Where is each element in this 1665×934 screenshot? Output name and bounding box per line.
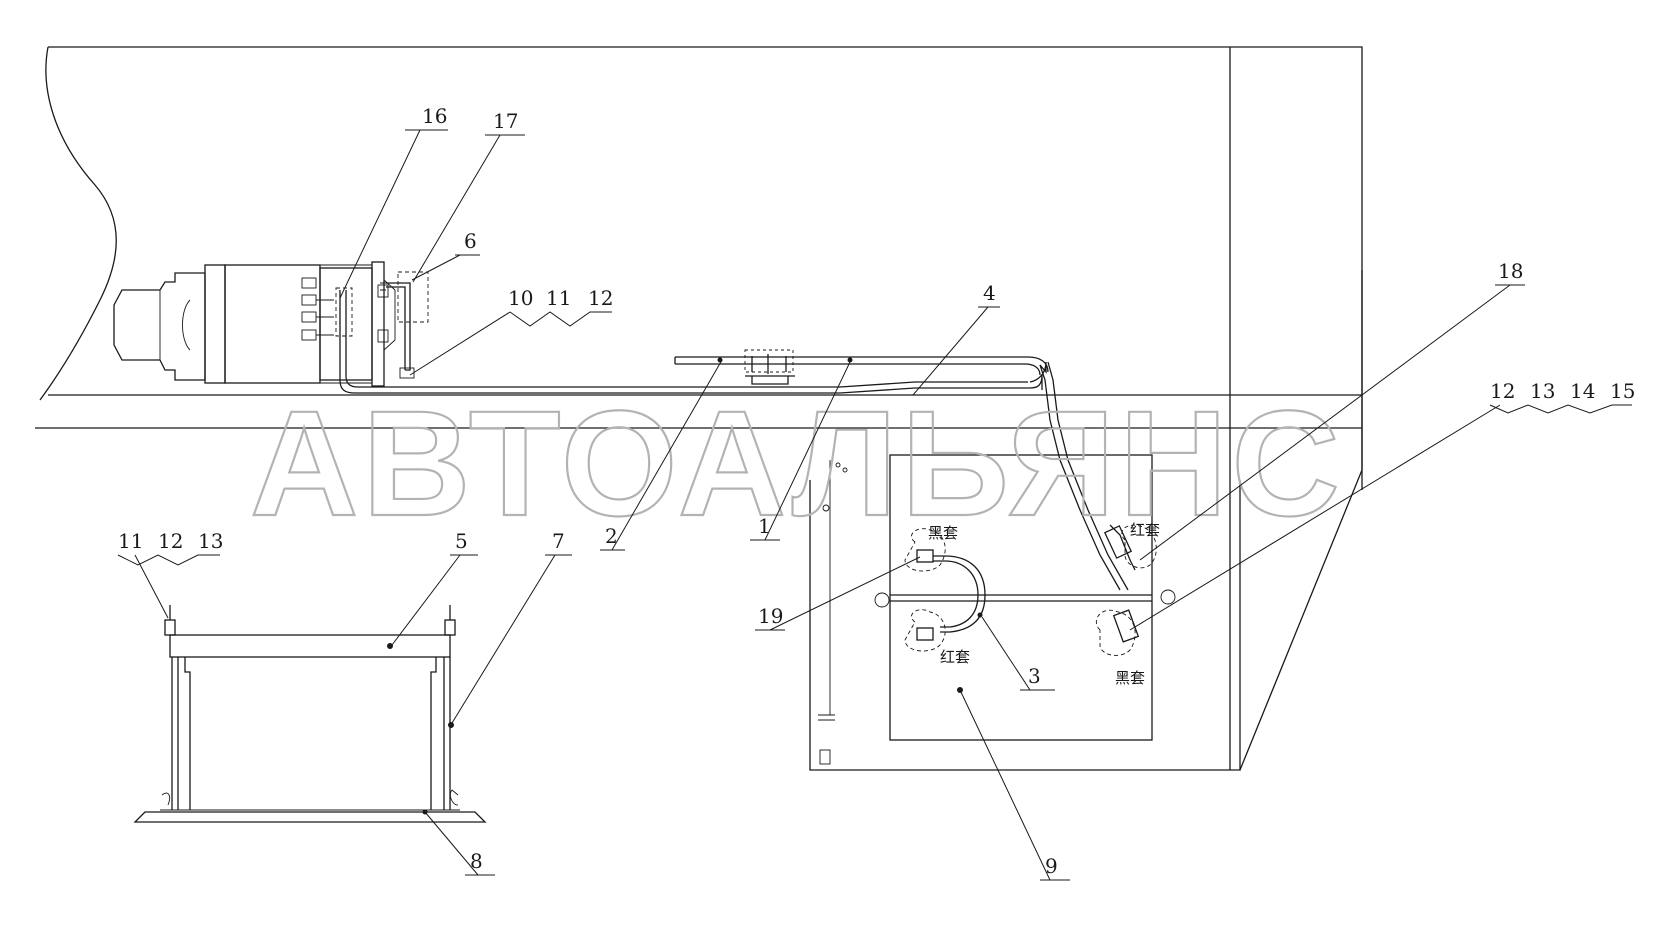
callout-16: 16	[422, 104, 447, 128]
callout-9: 9	[1045, 854, 1058, 878]
battery-switch	[674, 349, 1049, 385]
callout-12: 12	[588, 286, 613, 310]
callout-8: 8	[470, 849, 483, 873]
watermark-text: АВТОАЛЬЯНС	[250, 379, 1344, 547]
callout-11b: 11	[118, 529, 143, 553]
callout-5: 5	[455, 529, 468, 553]
callout-13b: 13	[198, 529, 223, 553]
battery-box	[809, 454, 1241, 771]
battery-front-view	[133, 605, 487, 823]
callout-10: 10	[508, 286, 533, 310]
note-red-sleeve-2: 红套	[1130, 521, 1160, 539]
callout-2: 2	[605, 524, 618, 548]
callout-12b: 12	[1490, 379, 1515, 403]
callout-19: 19	[758, 604, 783, 628]
starter-bracket	[380, 271, 429, 379]
note-black-sleeve-2: 黑套	[1115, 669, 1145, 687]
battery-terminals	[904, 524, 1157, 693]
frame-outline	[35, 46, 1363, 771]
callout-3: 3	[1028, 664, 1041, 688]
callout-7: 7	[552, 529, 565, 553]
callout-11: 11	[546, 286, 571, 310]
callout-12c: 12	[158, 529, 183, 553]
callout-13: 13	[1530, 379, 1555, 403]
callout-6: 6	[464, 229, 477, 253]
note-black-sleeve-1: 黑套	[928, 524, 958, 542]
callout-14: 14	[1570, 379, 1595, 403]
callout-15: 15	[1610, 379, 1635, 403]
starter-motor	[113, 261, 396, 387]
leader-lines	[117, 129, 1632, 881]
callout-17: 17	[493, 109, 518, 133]
callout-1: 1	[758, 514, 771, 538]
callout-labels: 16 17 6 10 11 12 4 2 1 18 12 13 14 15 19…	[118, 104, 1635, 878]
callout-18: 18	[1498, 259, 1523, 283]
terminal-notes: 黑套 红套 红套 黑套	[928, 521, 1160, 687]
note-red-sleeve-1: 红套	[940, 648, 970, 666]
callout-4: 4	[983, 281, 996, 305]
main-cable	[339, 290, 1129, 591]
